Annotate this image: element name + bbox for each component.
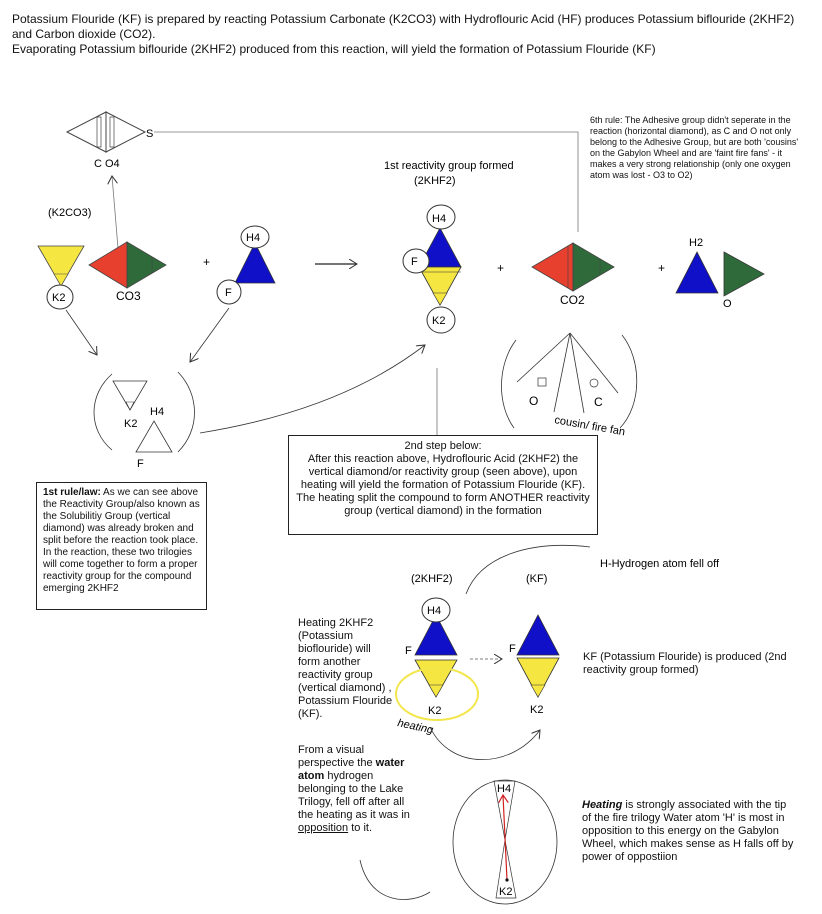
cousin-c-label: C	[594, 395, 603, 409]
f-label-bottom: F	[405, 645, 412, 657]
wheel-k2-label: K2	[499, 886, 512, 898]
k2co3-label: (K2CO3)	[48, 207, 91, 219]
visual-perspective-text: From a visual perspective the water atom…	[298, 744, 410, 835]
trilogy-h4-label: H4	[150, 406, 164, 418]
o-green-triangle	[723, 251, 765, 297]
visual-text-bold: water atom	[298, 757, 405, 782]
step2-body: After this reaction above, Hydroflouric …	[296, 453, 590, 517]
wheel-h4-label: H4	[497, 783, 511, 795]
group1-title-line1: 1st reactivity group formed	[384, 160, 514, 172]
group1-title-line2: (2KHF2)	[414, 175, 456, 187]
k2-label-bottom: K2	[428, 705, 441, 717]
f-circle-top	[216, 279, 242, 305]
heating-explanation: Heating is strongly associated with the …	[582, 799, 797, 864]
plus-sign-1: +	[203, 255, 210, 269]
f-circle-group1	[402, 248, 430, 274]
hollow-horizontal-diamond-co4	[65, 111, 147, 153]
h-fell-off-label: H-Hydrogen atom fell off	[600, 558, 720, 570]
header-line-1: Potassium Flouride (KF) is prepared by r…	[12, 12, 795, 41]
khf2-diamond-bottom	[414, 614, 458, 698]
k2-circle	[46, 284, 74, 310]
h4-circle-group1	[426, 204, 456, 230]
heating-yellow-circle	[395, 667, 479, 721]
k2-yellow-triangle	[37, 245, 85, 287]
heating-explanation-body: is strongly associated with the tip of t…	[582, 799, 794, 863]
bracket-right	[177, 371, 195, 453]
red-opposition-arrow	[503, 795, 507, 881]
rule1-title: 1st rule/law:	[43, 487, 101, 498]
h4-label-group1: H4	[432, 213, 446, 225]
header-line-2: Evaporating Potassium biflouride (2KHF2)…	[12, 42, 656, 56]
curve-trilogy-to-group	[199, 345, 425, 434]
kf-caption: KF (Potassium Flouride) is produced (2nd…	[583, 651, 787, 676]
h2-label: H2	[689, 237, 703, 249]
label-2khf2: (2KHF2)	[411, 573, 453, 585]
co2-label: CO2	[560, 293, 585, 307]
h4-circle-bottom	[421, 597, 451, 623]
khf2-vertical-diamond	[418, 227, 462, 306]
co3-red-green-diamond	[88, 241, 167, 289]
heating-curve-arrow	[429, 726, 540, 760]
co4-label: C O4	[94, 158, 120, 170]
wheel-center-dot	[505, 878, 509, 882]
f-label-top: F	[225, 287, 232, 299]
cousin-bracket-left	[501, 339, 517, 429]
visual-text-underline: opposition	[298, 822, 349, 834]
cousin-bracket-right	[619, 334, 638, 429]
label-kf: (KF)	[526, 573, 547, 585]
trilogy-k2-label: K2	[124, 418, 137, 430]
wheel-top-spoke	[493, 780, 516, 841]
fire-fan-lines	[516, 332, 619, 414]
visual-text-post: to it.	[348, 822, 372, 834]
arrow-k2-down	[65, 309, 97, 355]
step2-title: 2nd step below:	[404, 440, 482, 452]
h2-blue-triangle	[675, 251, 719, 294]
s-label: S	[146, 128, 153, 140]
h4-circle-top	[240, 225, 270, 249]
hollow-upright-triangle	[135, 420, 173, 453]
h-fell-off-curve	[465, 544, 591, 595]
gabylon-wheel	[452, 779, 558, 905]
bottom-arc	[359, 859, 431, 900]
visual-text-pre: From a visual perspective the	[298, 744, 376, 769]
sixth-rule-text: 6th rule: The Adhesive group didn't sepe…	[590, 115, 799, 180]
visual-text-mid: hydrogen belonging to the Lake Trilogy, …	[298, 770, 410, 821]
wheel-bottom-spoke	[495, 839, 517, 899]
heating-explanation-bold: Heating	[582, 799, 623, 811]
trilogy-f-label: F	[137, 458, 144, 470]
kf-diamond	[516, 614, 560, 698]
k2-label-top: K2	[52, 292, 65, 304]
arrow-up-co4	[112, 176, 119, 249]
o-label: O	[723, 298, 732, 310]
oxygen-circle-icon	[589, 378, 599, 388]
k2-circle-group1	[426, 306, 456, 334]
carbon-square-icon	[537, 377, 547, 387]
hollow-inverted-triangle	[112, 380, 148, 411]
f-label-group1: F	[411, 256, 418, 268]
rule1-box: 1st rule/law: As we can see above the Re…	[36, 482, 207, 610]
small-inverted-tip	[125, 401, 135, 411]
step2-box: 2nd step below: After this reaction abov…	[288, 435, 598, 535]
arrow-f-down	[190, 307, 230, 362]
co2-red-green-diamond	[531, 242, 615, 292]
rule1-body: As we can see above the Reactivity Group…	[43, 487, 200, 594]
h4-label-bottom: H4	[427, 605, 441, 617]
plus-sign-2: +	[497, 261, 504, 275]
header-text: Potassium Flouride (KF) is prepared by r…	[12, 12, 812, 57]
plus-sign-3: +	[658, 261, 665, 275]
f-label-kf: F	[509, 643, 516, 655]
cousin-o-label: O	[529, 394, 538, 408]
connector-line-top	[154, 131, 579, 232]
heating-text: Heating 2KHF2 (Potassium bioflouride) wi…	[298, 617, 393, 720]
k2-label-kf: K2	[530, 704, 543, 716]
k2-label-group1: K2	[432, 315, 445, 327]
h4-label-top: H4	[246, 232, 260, 244]
co3-label: CO3	[116, 289, 141, 303]
hf-blue-triangle	[234, 242, 276, 284]
bracket-left	[93, 373, 113, 451]
